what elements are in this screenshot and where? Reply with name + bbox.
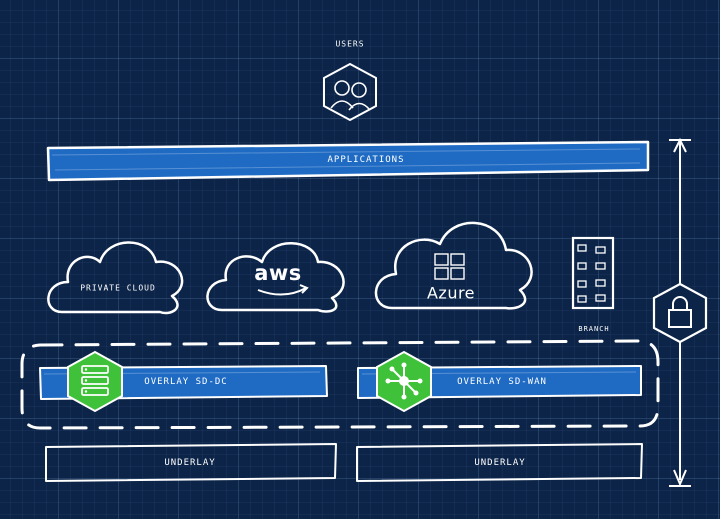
users-label: USERS [335, 39, 365, 49]
private-cloud-shape [47, 241, 184, 315]
road-boundary [20, 339, 660, 430]
overlay-sd-wan-label: OVERLAY SD-WAN [457, 377, 547, 387]
underlay-left-label: UNDERLAY [164, 458, 216, 468]
underlay-right-label: UNDERLAY [474, 458, 526, 468]
underlay-right-box [356, 443, 643, 482]
building-icon [571, 236, 615, 310]
aws-cloud-shape [206, 242, 345, 313]
overlay-sd-dc-label: OVERLAY SD-DC [144, 377, 228, 387]
users-hexagon-icon [323, 62, 377, 122]
applications-bar [46, 140, 650, 182]
aws-logo-text: aws [254, 261, 302, 285]
branch-label: BRANCH [578, 325, 610, 333]
lock-hexagon-icon [652, 282, 708, 344]
network-hub-hexagon-icon [376, 350, 432, 413]
applications-label: APPLICATIONS [327, 155, 405, 165]
azure-cloud-shape [374, 221, 533, 310]
azure-windows-logo-icon [434, 253, 465, 280]
underlay-left-box [45, 443, 337, 482]
server-stack-hexagon-icon [67, 350, 123, 413]
private-cloud-label: PRIVATE CLOUD [80, 283, 156, 293]
azure-logo-text: Azure [426, 283, 476, 303]
